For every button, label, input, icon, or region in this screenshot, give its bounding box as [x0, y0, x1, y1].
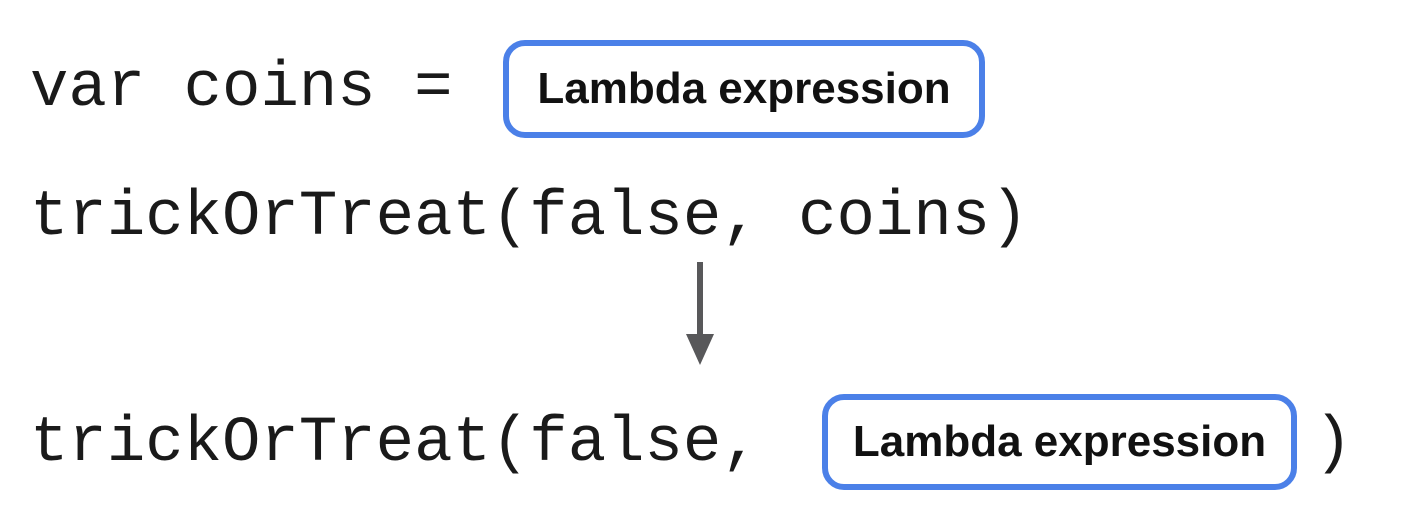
lambda-expression-box-assignment: Lambda expression — [503, 40, 985, 138]
code-inlined-call-before: trickOrTreat(false, — [30, 408, 760, 480]
lambda-expression-label: Lambda expression — [852, 417, 1267, 466]
lambda-expression-label: Lambda expression — [537, 64, 951, 113]
down-arrow-shaft — [697, 262, 703, 338]
down-arrow-icon — [686, 262, 714, 366]
code-assignment-line: var coins = — [30, 53, 453, 125]
lambda-expression-box-inlined: Lambda expression — [822, 394, 1297, 490]
code-call-line: trickOrTreat(false, coins) — [30, 182, 1029, 254]
code-inlined-call-after: ) — [1314, 408, 1353, 480]
down-arrow-head — [686, 334, 714, 365]
